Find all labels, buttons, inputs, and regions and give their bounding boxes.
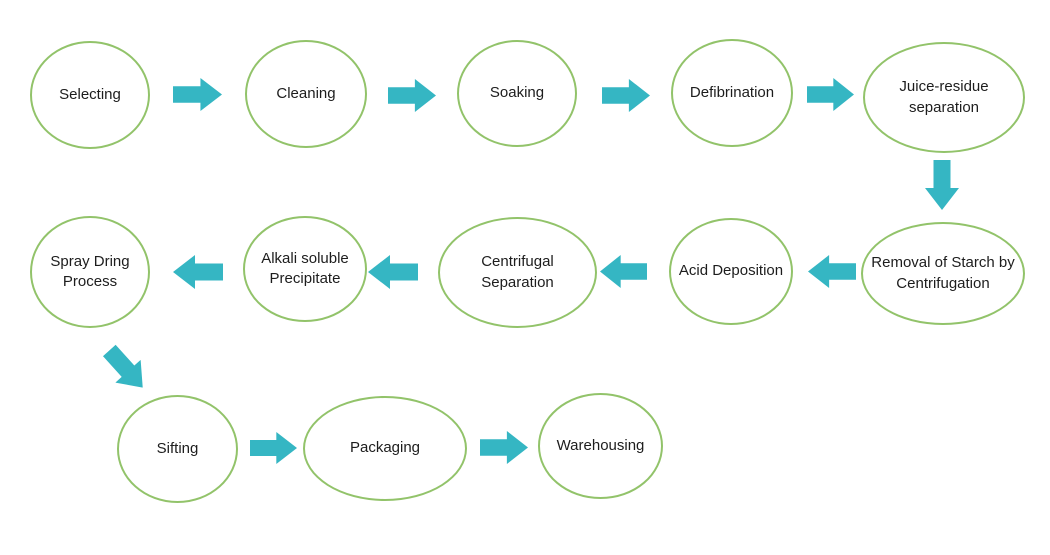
node-label-spray-dring-process: Spray Dring Process — [50, 252, 130, 290]
node-label-packaging: Packaging — [349, 439, 421, 457]
node-label-cleaning: Cleaning — [276, 84, 336, 102]
arrow-right-icon — [173, 78, 222, 111]
flow-node-centrifugal-separation: Centrifugal Separation — [438, 217, 597, 328]
arrow-right-icon — [807, 78, 854, 111]
flow-node-spray-dring-process: Spray Dring Process — [30, 216, 150, 328]
node-label-removal-of-starch: Removal of Starch by Centrifugation — [871, 254, 1015, 292]
flow-node-acid-deposition: Acid Deposition — [669, 218, 793, 325]
node-label-centrifugal-separation: Centrifugal Separation — [481, 253, 554, 291]
node-label-acid-deposition: Acid Deposition — [678, 262, 784, 280]
arrow-left-icon — [368, 255, 418, 289]
flow-node-packaging: Packaging — [303, 396, 467, 501]
flow-node-soaking: Soaking — [457, 40, 577, 147]
node-label-selecting: Selecting — [59, 85, 121, 103]
node-label-soaking: Soaking — [489, 84, 545, 102]
arrow-right-icon — [250, 432, 297, 464]
arrow-down-right-icon — [97, 339, 156, 399]
flow-node-juice-residue-separation: Juice-residue separation — [863, 42, 1025, 153]
flow-node-defibrination: Defibrination — [671, 39, 793, 147]
flow-node-warehousing: Warehousing — [538, 393, 663, 499]
flow-node-removal-of-starch: Removal of Starch by Centrifugation — [861, 222, 1025, 325]
arrow-left-icon — [600, 255, 647, 288]
node-label-alkali-soluble-precipitate: Alkali soluble Precipitate — [261, 249, 349, 287]
arrow-left-icon — [173, 255, 223, 289]
arrow-left-icon — [808, 255, 856, 288]
flow-node-cleaning: Cleaning — [245, 40, 367, 148]
arrow-right-icon — [602, 79, 650, 112]
node-label-defibrination: Defibrination — [689, 83, 775, 101]
node-label-warehousing: Warehousing — [556, 436, 645, 454]
flow-node-selecting: Selecting — [30, 41, 150, 149]
node-label-juice-residue-separation: Juice-residue separation — [899, 78, 989, 116]
arrow-right-icon — [480, 431, 528, 464]
node-label-sifting: Sifting — [156, 439, 199, 457]
flow-node-sifting: Sifting — [117, 395, 238, 503]
arrow-right-icon — [388, 79, 436, 112]
flow-node-alkali-soluble-precipitate: Alkali soluble Precipitate — [243, 216, 367, 322]
arrow-down-icon — [925, 160, 959, 210]
